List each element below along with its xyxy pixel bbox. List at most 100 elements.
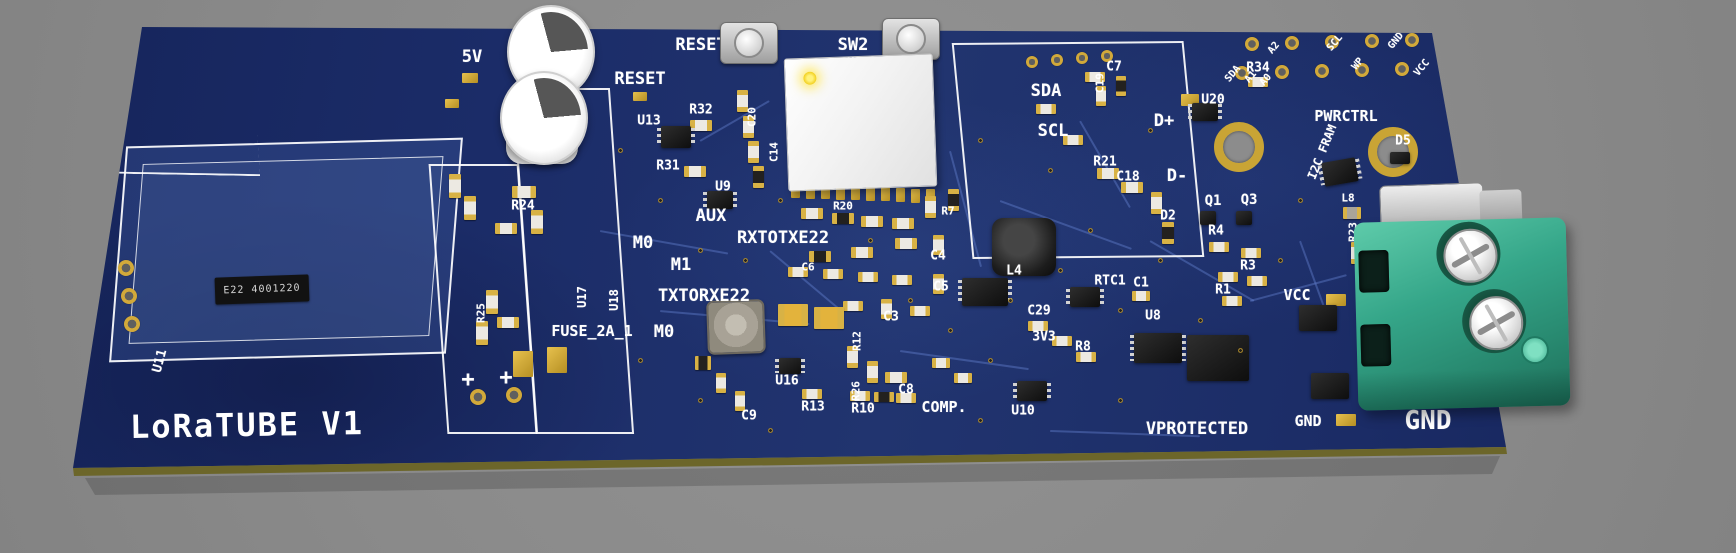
silkscreen-label: FUSE_2A_1 (551, 322, 633, 340)
silkscreen-label: R25 (474, 303, 488, 323)
passive-component (858, 272, 878, 282)
silkscreen-label: L8 (1341, 191, 1355, 205)
passive-component (924, 196, 936, 218)
silkscreen-label: A2 (1265, 39, 1283, 57)
gold-pad (1336, 414, 1356, 426)
passive-component (892, 217, 914, 229)
silkscreen-label: R32 (689, 102, 713, 118)
passive-component (850, 391, 870, 401)
silkscreen-label: U20 (1201, 92, 1225, 108)
via (1148, 128, 1153, 133)
silkscreen-label: VCC (1411, 57, 1433, 79)
reset-button-plunger[interactable] (734, 28, 764, 58)
via (978, 138, 983, 143)
passive-component (846, 346, 858, 368)
passive-component (947, 189, 959, 211)
silkscreen-label: 3V3 (1032, 329, 1056, 345)
gold-pad (835, 186, 845, 200)
via (1298, 198, 1303, 203)
ic-chip (1390, 152, 1410, 164)
passive-component (735, 391, 745, 411)
through-hole-pad (1051, 54, 1063, 66)
through-hole-pad (1365, 34, 1379, 48)
sw2-button-plunger[interactable] (896, 24, 926, 54)
through-hole-pad (1405, 33, 1419, 47)
via (1278, 258, 1283, 263)
gold-pad (1326, 294, 1346, 306)
gold-pad (895, 188, 905, 202)
silkscreen-label: R4 (1208, 223, 1224, 239)
terminal-front-shading (1357, 367, 1571, 411)
silkscreen-label: PWRCTRL (1314, 107, 1378, 125)
through-hole-pad (1076, 52, 1088, 64)
silkscreen-label: U10 (1011, 403, 1035, 419)
through-hole-pad (1395, 62, 1409, 76)
passive-component (716, 373, 726, 393)
via (768, 428, 773, 433)
through-hole-pad (1101, 50, 1113, 62)
gold-pad (910, 189, 920, 203)
via (1058, 268, 1063, 273)
gold-pad (445, 98, 459, 108)
via (1198, 318, 1203, 323)
shielded-power-inductor (992, 218, 1056, 276)
via (1088, 228, 1093, 233)
passive-component (1247, 276, 1267, 286)
passive-component (895, 237, 917, 249)
silkscreen-label: COMP. (921, 398, 967, 416)
passive-component (861, 215, 883, 227)
via (1118, 308, 1123, 313)
mounting-hole (1214, 122, 1264, 172)
ic-chip (1321, 157, 1359, 187)
passive-component (1097, 167, 1119, 179)
silkscreen-label: C4 (930, 248, 946, 264)
board-title: LoRaTUBE V1 (129, 403, 365, 447)
silkscreen-label: D- (1166, 166, 1188, 186)
silkscreen-label: R10 (851, 401, 875, 417)
reset-button[interactable] (720, 22, 778, 64)
gold-pad (513, 351, 533, 377)
via (1238, 348, 1243, 353)
ic-chip (1236, 211, 1252, 225)
ic-chip (1311, 373, 1349, 399)
via (978, 418, 983, 423)
silkscreen-label: VPROTECTED (1145, 419, 1249, 439)
through-hole-pad (118, 260, 134, 276)
via (1008, 298, 1013, 303)
via (1118, 398, 1123, 403)
passive-component (866, 361, 878, 383)
silkscreen-label: U9 (715, 179, 731, 195)
passive-component (690, 119, 712, 131)
silkscreen-label: C3 (883, 309, 899, 325)
ic-chip (657, 126, 695, 148)
passive-component (1218, 272, 1238, 282)
ic-chip (1200, 211, 1216, 225)
silkscreen-label: D5 (1395, 133, 1411, 149)
via (638, 358, 643, 363)
silkscreen-label: D+ (1153, 111, 1175, 131)
smd-inductor (706, 299, 766, 355)
silkscreen-label: R12 (850, 331, 864, 351)
through-hole-pad (506, 387, 522, 403)
passive-component (752, 166, 764, 188)
silkscreen-label: SCL (1037, 121, 1069, 141)
passive-component (464, 196, 476, 220)
ic-chip (703, 191, 737, 209)
passive-component (823, 269, 843, 279)
silkscreen-label: C18 (1116, 169, 1140, 185)
silkscreen-label: RXTOTXE22 (736, 228, 830, 248)
via (698, 398, 703, 403)
through-hole-pad (1245, 37, 1259, 51)
silkscreen-label: + (499, 365, 513, 391)
gold-pad (865, 187, 875, 201)
passive-component (1132, 291, 1150, 301)
lora-shielded-module (783, 53, 938, 192)
through-hole-pad (1026, 56, 1038, 68)
passive-component (497, 316, 519, 328)
silkscreen-label: C5 (933, 279, 949, 295)
passive-component (874, 392, 894, 402)
gold-pad (805, 185, 815, 199)
ic-chip (1187, 335, 1249, 381)
passive-component (1241, 248, 1261, 258)
silkscreen-label: C9 (741, 408, 757, 424)
